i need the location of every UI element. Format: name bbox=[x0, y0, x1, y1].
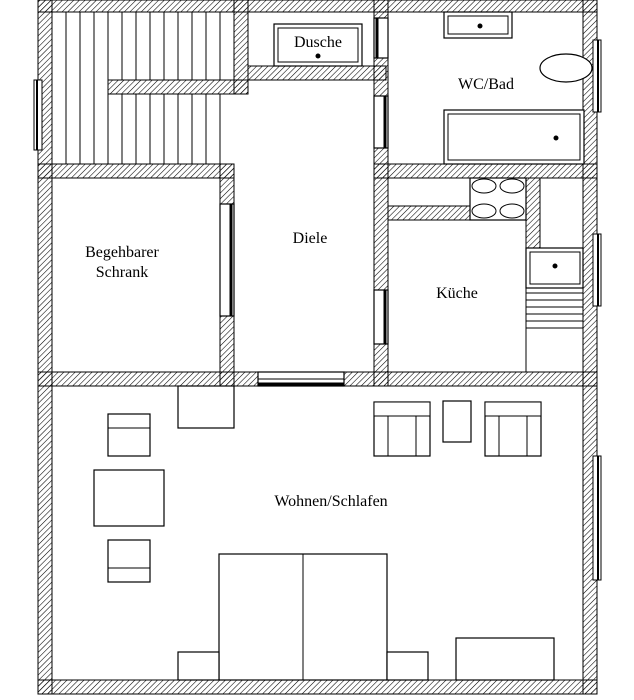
kitchen-fixtures bbox=[469, 177, 584, 372]
room-labels: Dusche WC/Bad Begehbarer Schrank Diele K… bbox=[85, 34, 514, 510]
wall-bad-bottom bbox=[373, 163, 598, 179]
chair bbox=[107, 539, 151, 583]
shower-drain bbox=[315, 53, 321, 59]
label-kueche: Küche bbox=[436, 285, 478, 302]
armchair-left bbox=[107, 413, 151, 457]
label-dusche: Dusche bbox=[294, 34, 342, 51]
toilet bbox=[539, 53, 593, 83]
wall-kueche-right bbox=[525, 177, 541, 249]
cabinet bbox=[177, 385, 235, 429]
openings bbox=[33, 17, 602, 581]
wall-stair-landing bbox=[107, 79, 249, 95]
living-furniture bbox=[93, 385, 555, 681]
table bbox=[93, 469, 165, 527]
bathtub-drain bbox=[553, 135, 559, 141]
label-wc-bad: WC/Bad bbox=[458, 76, 514, 93]
exterior-wall-top bbox=[37, 0, 598, 13]
label-wohnen: Wohnen/Schlafen bbox=[274, 493, 387, 510]
wall-stairs-bottom bbox=[37, 163, 235, 179]
label-schrank-line1: Begehbarer bbox=[85, 244, 159, 261]
wall-dusche-bottom bbox=[247, 65, 387, 81]
wall-stairs-right bbox=[233, 0, 249, 95]
desk bbox=[455, 637, 555, 681]
exterior-wall-bottom bbox=[37, 679, 598, 695]
staircase bbox=[65, 12, 221, 164]
label-schrank-line2: Schrank bbox=[96, 264, 148, 281]
bath-fixtures bbox=[273, 11, 593, 165]
nightstand-right bbox=[386, 651, 429, 681]
side-table bbox=[442, 400, 472, 443]
label-diele: Diele bbox=[293, 230, 328, 247]
nightstand-left bbox=[177, 651, 220, 681]
